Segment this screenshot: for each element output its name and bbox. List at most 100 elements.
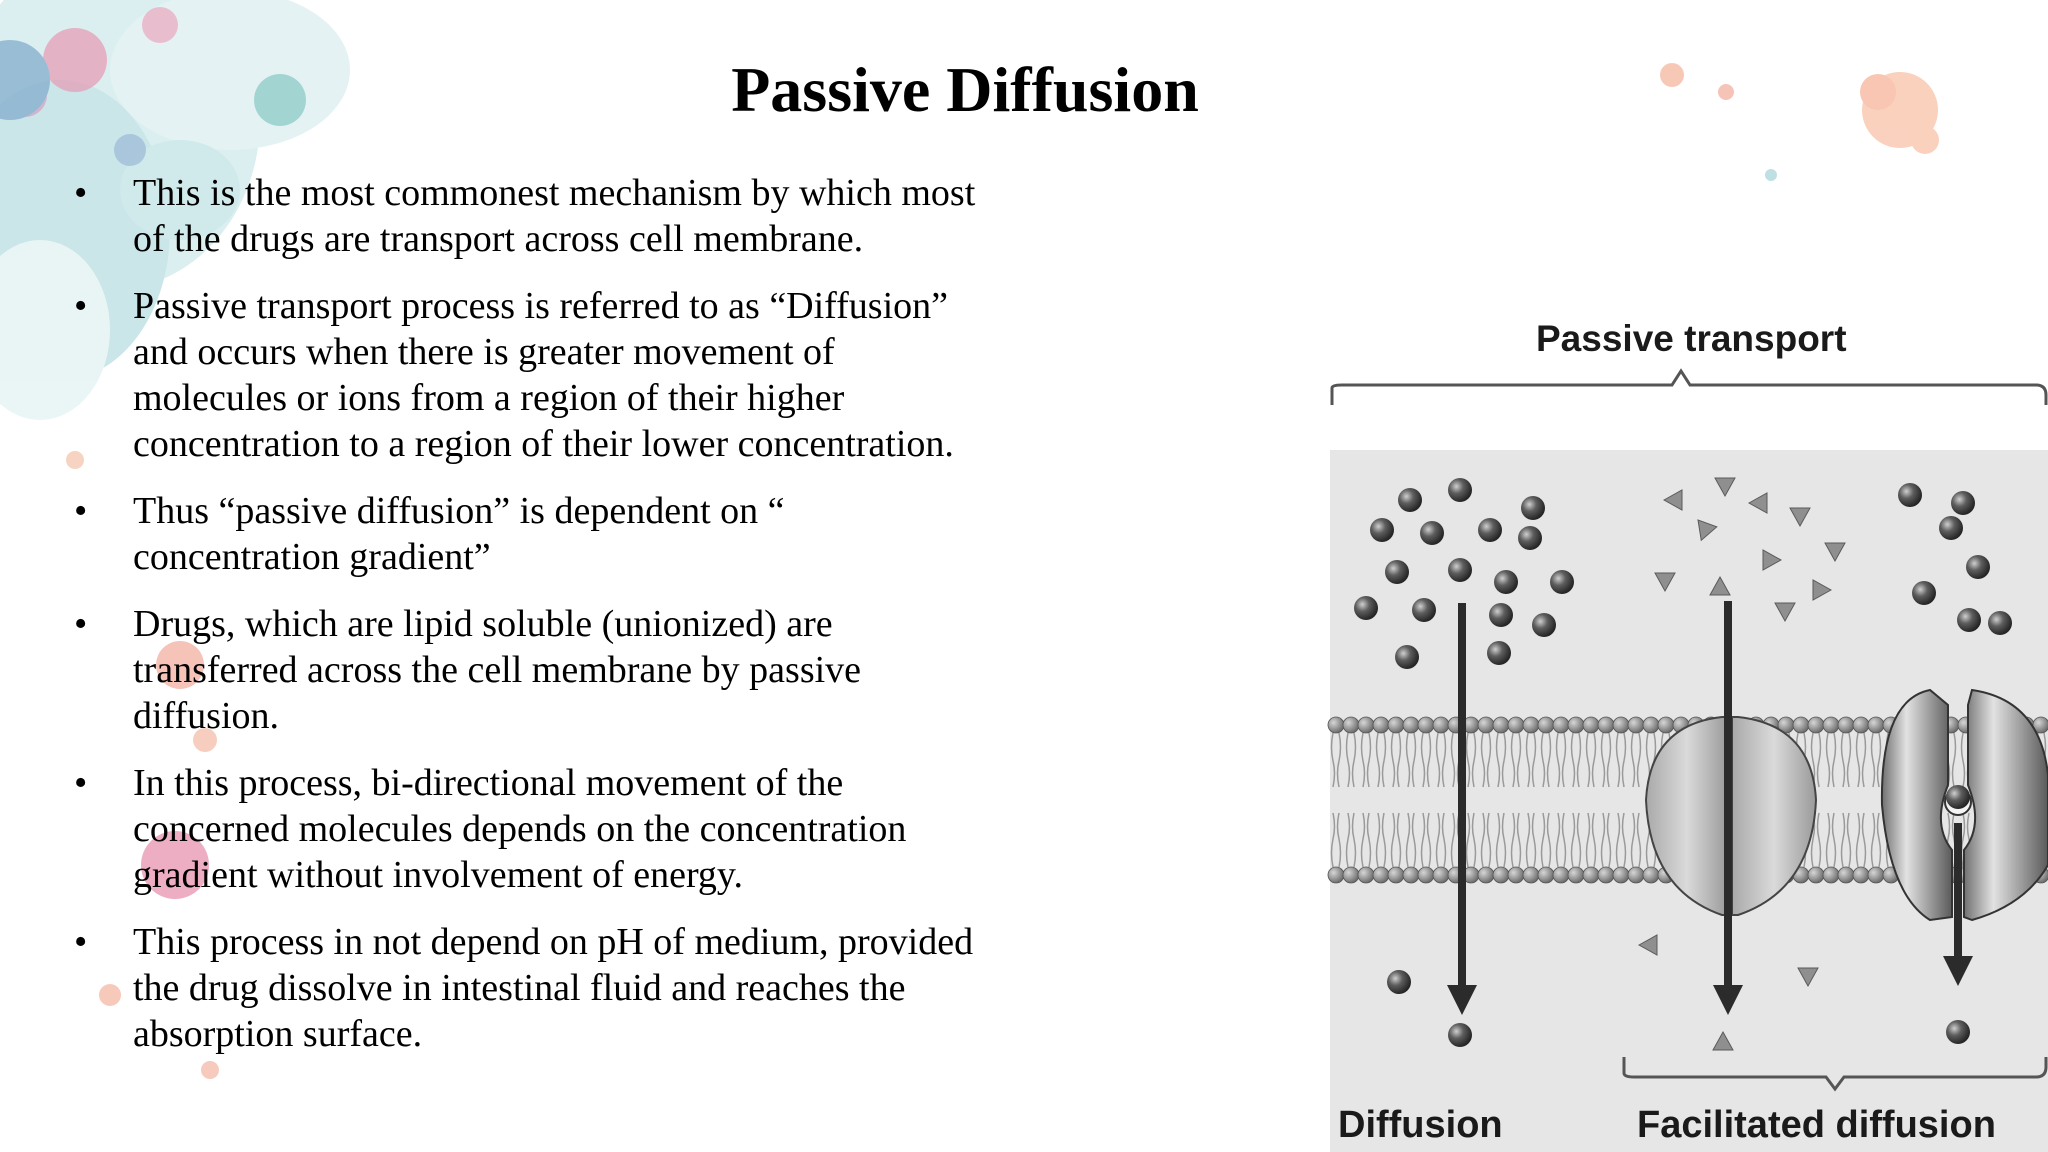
lipid-tail [1411, 732, 1417, 788]
lipid-tail [1876, 732, 1882, 788]
lipid-tail [1390, 732, 1396, 788]
lipid-tail [1351, 812, 1357, 868]
lipid-tail [1831, 732, 1837, 788]
lipid-head [1837, 866, 1855, 884]
label-diffusion: Diffusion [1338, 1104, 1503, 1146]
lipid-head [1582, 866, 1600, 884]
watercolor-splash-top-right [1660, 63, 1939, 181]
lipid-tail [1585, 812, 1591, 868]
lipid-head [1327, 716, 1345, 734]
lipid-tail [1366, 812, 1372, 868]
lipid-tail [1615, 812, 1621, 868]
lipid-tail [1495, 812, 1501, 868]
lipid-head [1357, 866, 1375, 884]
lipid-tail [1510, 812, 1516, 868]
lipid-tail [1585, 732, 1591, 788]
lipid-head [1792, 716, 1810, 734]
molecule-sphere [1448, 1023, 1472, 1047]
lipid-tail [1840, 732, 1846, 788]
lipid-tail [1816, 812, 1822, 868]
lipid-tail [1855, 732, 1861, 788]
bullet-item: • This is the most commonest mechanism b… [70, 170, 1100, 262]
lipid-head [1522, 866, 1540, 884]
bullet-text: In this process, bi-directional movement… [133, 762, 907, 896]
lipid-head [1657, 716, 1675, 734]
lipid-tail [1465, 812, 1471, 868]
molecule-sphere [1395, 645, 1419, 669]
lipid-head [1822, 866, 1840, 884]
bullet-item: • In this process, bi-directional moveme… [70, 760, 1100, 898]
lipid-head [1402, 716, 1420, 734]
bracket-top [1330, 368, 2048, 405]
lipid-tail [1450, 732, 1456, 788]
molecule-sphere [1448, 478, 1472, 502]
lipid-tail [1606, 812, 1612, 868]
molecule-sphere [1966, 555, 1990, 579]
slide-title: Passive Diffusion [731, 54, 1199, 125]
lipid-head [1357, 716, 1375, 734]
lipid-tail [1546, 812, 1552, 868]
bullet-icon: • [74, 285, 88, 327]
lipid-tail [1471, 732, 1477, 788]
lipid-tail [1630, 732, 1636, 788]
lipid-tail [1630, 812, 1636, 868]
molecule-sphere [1354, 596, 1378, 620]
bullet-text: Passive transport process is referred to… [133, 285, 954, 465]
lipid-head [1372, 866, 1390, 884]
bullet-item: • This process in not depend on pH of me… [70, 919, 1100, 1057]
lipid-head [1387, 866, 1405, 884]
lipid-head [1342, 716, 1360, 734]
bullet-icon: • [74, 921, 88, 963]
lipid-head [1552, 866, 1570, 884]
molecule-triangle [1637, 934, 1658, 956]
molecule-sphere [1521, 496, 1545, 520]
molecule-triangle [1797, 967, 1819, 988]
lipid-tail [1546, 732, 1552, 788]
lipid-head [1627, 866, 1645, 884]
carrier-protein-left [1880, 688, 1953, 922]
lipid-tail [1330, 812, 1336, 868]
lipid-tail [1486, 812, 1492, 868]
lipid-head [1402, 866, 1420, 884]
lipid-tail [1420, 732, 1426, 788]
bullet-item: • Thus “passive diffusion” is dependent … [70, 488, 1100, 580]
lipid-tail [1345, 812, 1351, 868]
molecule-triangle [1714, 477, 1736, 498]
label-facilitated-diffusion: Facilitated diffusion [1637, 1104, 1996, 1146]
carrier-protein-right [1963, 688, 2048, 922]
lipid-tail [1861, 732, 1867, 788]
channel-protein [1644, 716, 1818, 916]
lipid-tail [1381, 812, 1387, 868]
lipid-tail [1840, 812, 1846, 868]
transport-arrow-head [1943, 956, 1973, 986]
lipid-tail [1540, 812, 1546, 868]
molecule-sphere [1487, 641, 1511, 665]
bullet-text: Thus “passive diffusion” is dependent on… [133, 490, 785, 578]
lipid-tail [1441, 812, 1447, 868]
bullet-item: • Drugs, which are lipid soluble (unioni… [70, 601, 1100, 739]
molecule-triangle [1712, 1030, 1734, 1051]
lipid-tail [1441, 732, 1447, 788]
lipid-tail [1465, 732, 1471, 788]
molecule-triangle [1824, 542, 1846, 563]
lipid-head [1477, 866, 1495, 884]
transport-arrow-head [1447, 985, 1477, 1015]
lipid-tail [1360, 812, 1366, 868]
lipid-tail [1480, 732, 1486, 788]
transport-arrows [1447, 601, 1973, 1015]
lipid-tail [1336, 732, 1342, 788]
lipid-tail [1846, 732, 1852, 788]
lipid-head [1852, 716, 1870, 734]
molecule-sphere [1957, 608, 1981, 632]
lipid-head [1807, 866, 1825, 884]
lipid-head [1387, 716, 1405, 734]
lipid-head [2032, 716, 2048, 734]
carrier-protein [1880, 688, 2048, 922]
lipid-head [1612, 866, 1630, 884]
molecule-sphere [1532, 613, 1556, 637]
molecule-triangle [1789, 507, 1811, 528]
molecule-triangle [1709, 575, 1731, 596]
lipid-tail [1375, 732, 1381, 788]
lipid-head [1477, 716, 1495, 734]
lipid-tail [1600, 732, 1606, 788]
